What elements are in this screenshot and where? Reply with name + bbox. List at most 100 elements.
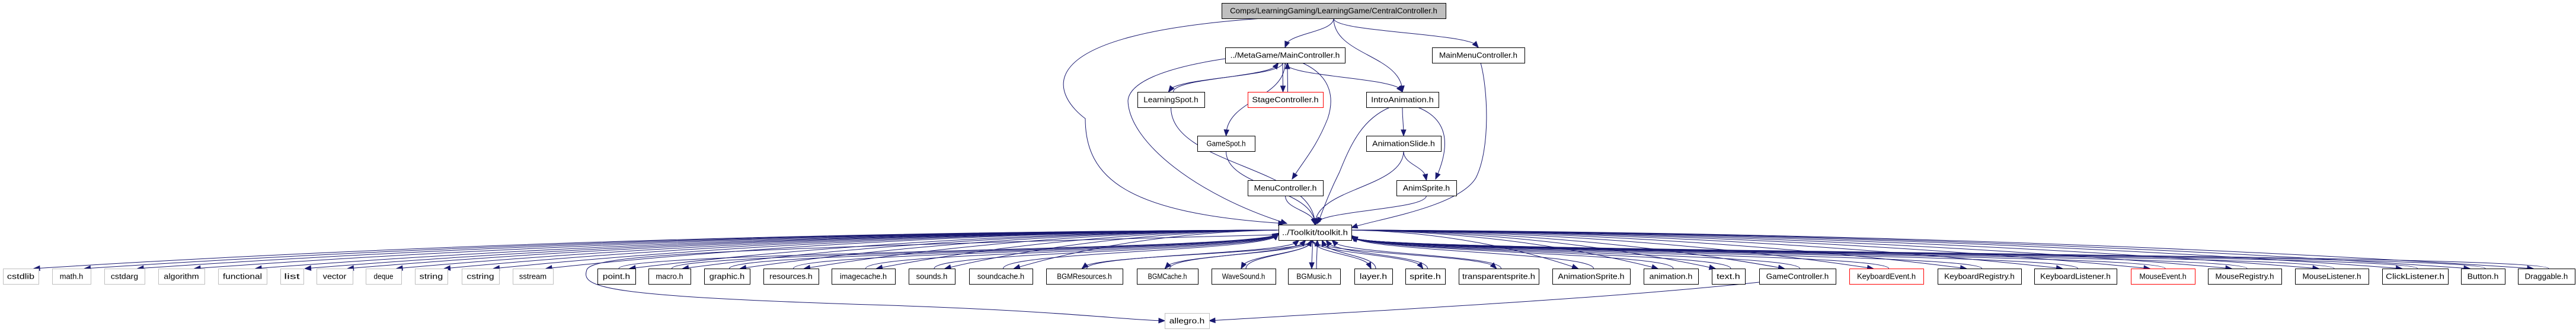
node-label: string [420, 272, 443, 281]
node-animation[interactable]: animation.h [1644, 269, 1699, 285]
node-imagecache[interactable]: imagecache.h [832, 269, 896, 285]
edge-animsprite-to-toolkit [1315, 195, 1427, 225]
node-central[interactable]: Comps/LearningGaming/LearningGame/Centra… [1222, 3, 1446, 19]
node-label: BGMResources.h [1057, 272, 1111, 281]
arrowhead-toolkit-to-layer [1366, 261, 1372, 270]
node-box [1197, 136, 1255, 152]
edge-toolkit-to-soundcache [1014, 229, 1279, 269]
edge-intro-to-toolkit [1317, 107, 1391, 224]
node-string[interactable]: string [415, 269, 448, 285]
node-sprite[interactable]: sprite.h [1405, 269, 1446, 285]
node-cstdarg[interactable]: cstdarg [104, 269, 145, 285]
node-sstream[interactable]: sstream [513, 269, 554, 285]
node-label: transparentsprite.h [1462, 272, 1535, 281]
edge-toolkit-to-allegro [586, 234, 1279, 321]
node-soundcache[interactable]: soundcache.h [969, 269, 1033, 285]
node-mouseevent[interactable]: MouseEvent.h [2131, 269, 2195, 285]
arrowhead-toolkit-to-animsprite2 [1571, 264, 1579, 270]
edge-toolkit-to-sounds [944, 229, 1279, 269]
node-box [2461, 269, 2505, 285]
node-gamespot[interactable]: GameSpot.h [1197, 136, 1255, 152]
node-allegro[interactable]: allegro.h [1165, 313, 1210, 329]
node-draggable[interactable]: Draggable.h [2518, 269, 2575, 285]
node-kbreg[interactable]: KeyboardRegistry.h [1938, 269, 2022, 285]
node-clicklisten[interactable]: ClickListener.h [2382, 269, 2449, 285]
node-functional[interactable]: functional [218, 269, 267, 285]
edge-toolkit-to-animation [1351, 229, 1658, 269]
node-kblisten[interactable]: KeyboardListener.h [2034, 269, 2117, 285]
node-wavesound[interactable]: WaveSound.h [1212, 269, 1276, 285]
edge-animation-to-toolkit [1351, 235, 1674, 269]
edge-macro-to-toolkit [672, 233, 1279, 269]
node-intro[interactable]: IntroAnimation.h [1366, 92, 1439, 108]
node-box [462, 269, 500, 285]
node-box [2382, 269, 2449, 285]
node-label: cstring [466, 272, 494, 281]
node-bgmcache[interactable]: BGMCache.h [1137, 269, 1198, 285]
node-box [280, 269, 304, 285]
edge-toolkit-to-sstream [545, 229, 1279, 269]
node-toolkit[interactable]: ../Toolkit/toolkit.h [1279, 225, 1352, 241]
arrowhead-toolkit-to-sprite [1417, 261, 1424, 270]
node-stagectrl[interactable]: StageController.h [1248, 92, 1324, 108]
node-transsprite[interactable]: transparentsprite.h [1459, 269, 1539, 285]
node-bgmusic[interactable]: BGMusic.h [1288, 269, 1341, 285]
edge-toolkit-to-resources [804, 229, 1279, 269]
node-box [104, 269, 145, 285]
node-macro[interactable]: macro.h [648, 269, 691, 285]
node-label: text.h [1717, 272, 1740, 281]
node-list[interactable]: list [280, 269, 304, 285]
node-bgmres[interactable]: BGMResources.h [1046, 269, 1123, 285]
node-animsprite[interactable]: AnimSprite.h [1396, 180, 1457, 196]
edge-kbevent-to-toolkit [1351, 235, 1889, 269]
node-vector[interactable]: vector [317, 269, 353, 285]
arrowhead-mainmenu-to-toolkit [1350, 223, 1359, 229]
node-button[interactable]: Button.h [2461, 269, 2505, 285]
node-label: macro.h [656, 272, 683, 281]
node-mouselisten[interactable]: MouseListener.h [2295, 269, 2369, 285]
node-label: math.h [60, 272, 84, 281]
edge-toolkit-to-kblisten [1351, 229, 2063, 269]
arrowhead-toolkit-to-soundcache [1013, 264, 1021, 270]
arrowhead-sprite-to-toolkit [1325, 239, 1332, 247]
node-box [1366, 136, 1442, 152]
edge-animslide-to-animsprite [1403, 151, 1427, 181]
node-box [1046, 269, 1123, 285]
node-gamectrl[interactable]: GameController.h [1759, 269, 1836, 285]
node-box [513, 269, 554, 285]
node-mainmenu[interactable]: MainMenuController.h [1432, 47, 1525, 63]
node-cstring[interactable]: cstring [462, 269, 500, 285]
node-cstdlib[interactable]: cstdlib [3, 269, 39, 285]
node-label: MenuController.h [1254, 184, 1317, 193]
edge-toolkit-to-draggable [1351, 229, 2534, 269]
node-resources[interactable]: resources.h [763, 269, 819, 285]
node-mousereg[interactable]: MouseRegistry.h [2208, 269, 2282, 285]
node-sounds[interactable]: sounds.h [909, 269, 955, 285]
arrowhead-toolkit-to-allegro [1158, 318, 1166, 324]
node-graphic[interactable]: graphic.h [704, 269, 750, 285]
node-learnspot[interactable]: LearningSpot.h [1137, 92, 1205, 108]
node-math[interactable]: math.h [52, 269, 91, 285]
edge-soundcache-to-toolkit [1003, 234, 1279, 269]
node-label: KeyboardListener.h [2040, 272, 2111, 281]
node-text[interactable]: text.h [1712, 269, 1746, 285]
edge-toolkit-to-imagecache [876, 229, 1279, 269]
edge-toolkit-to-mousereg [1351, 229, 2232, 269]
node-algorithm[interactable]: algorithm [158, 269, 205, 285]
node-deque[interactable]: deque [366, 269, 402, 285]
node-animsprite2[interactable]: AnimationSprite.h [1552, 269, 1631, 285]
node-box [218, 269, 267, 285]
node-label: soundcache.h [977, 272, 1024, 281]
node-point[interactable]: point.h [597, 269, 636, 285]
node-label: point.h [603, 272, 630, 281]
node-kbevent[interactable]: KeyboardEvent.h [1849, 269, 1924, 285]
node-mainctrl[interactable]: ../MetaGame/MainController.h [1225, 47, 1345, 63]
node-menuctrl[interactable]: MenuController.h [1248, 180, 1324, 196]
arrowhead-toolkit-to-bgmcache [1164, 262, 1172, 269]
node-layer[interactable]: layer.h [1354, 269, 1393, 285]
node-animslide[interactable]: AnimationSlide.h [1366, 136, 1442, 152]
node-box [158, 269, 205, 285]
arrowhead-toolkit-to-transsprite [1490, 262, 1497, 269]
node-box [1248, 180, 1324, 196]
